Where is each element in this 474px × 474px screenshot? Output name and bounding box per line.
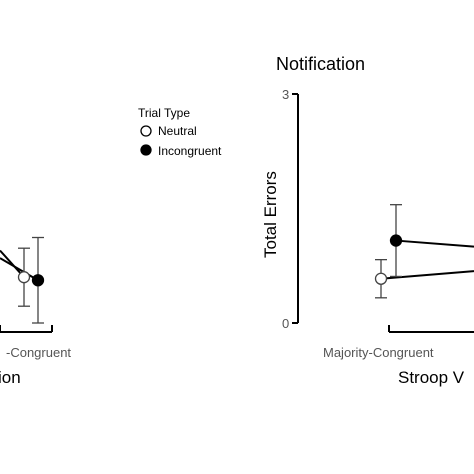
left-x-axis-title: ion xyxy=(0,368,21,387)
data-point-neutral xyxy=(374,272,388,285)
chart-title: Notification xyxy=(276,54,365,74)
legend-label-neutral: Neutral xyxy=(158,124,197,138)
data-point-incongruent xyxy=(31,274,45,287)
series-line-incongruent xyxy=(395,239,474,248)
legend-label-incongruent: Incongruent xyxy=(158,144,222,158)
legend-marker-incongruent xyxy=(140,144,152,156)
right-x-category-label: Majority-Congruent xyxy=(323,345,434,360)
legend-title: Trial Type xyxy=(138,106,190,120)
left-panel: -Congruent ion xyxy=(0,325,71,387)
left-x-category-label: -Congruent xyxy=(6,345,71,360)
legend-marker-neutral xyxy=(140,125,152,137)
right-x-axis-title: Stroop V xyxy=(398,368,465,387)
chart-marks xyxy=(0,204,474,324)
data-point-incongruent xyxy=(389,234,403,247)
right-panel: Notification Total Errors 3 0 Majority-C… xyxy=(261,54,474,387)
data-point-neutral xyxy=(17,271,31,284)
y-axis-title: Total Errors xyxy=(261,171,280,258)
y-tick-label-0: 0 xyxy=(282,316,289,331)
y-tick-label-3: 3 xyxy=(282,87,289,102)
series-line-incongruent xyxy=(0,257,39,282)
series-line-neutral xyxy=(380,270,474,280)
legend: Trial Type Neutral Incongruent xyxy=(138,106,222,158)
